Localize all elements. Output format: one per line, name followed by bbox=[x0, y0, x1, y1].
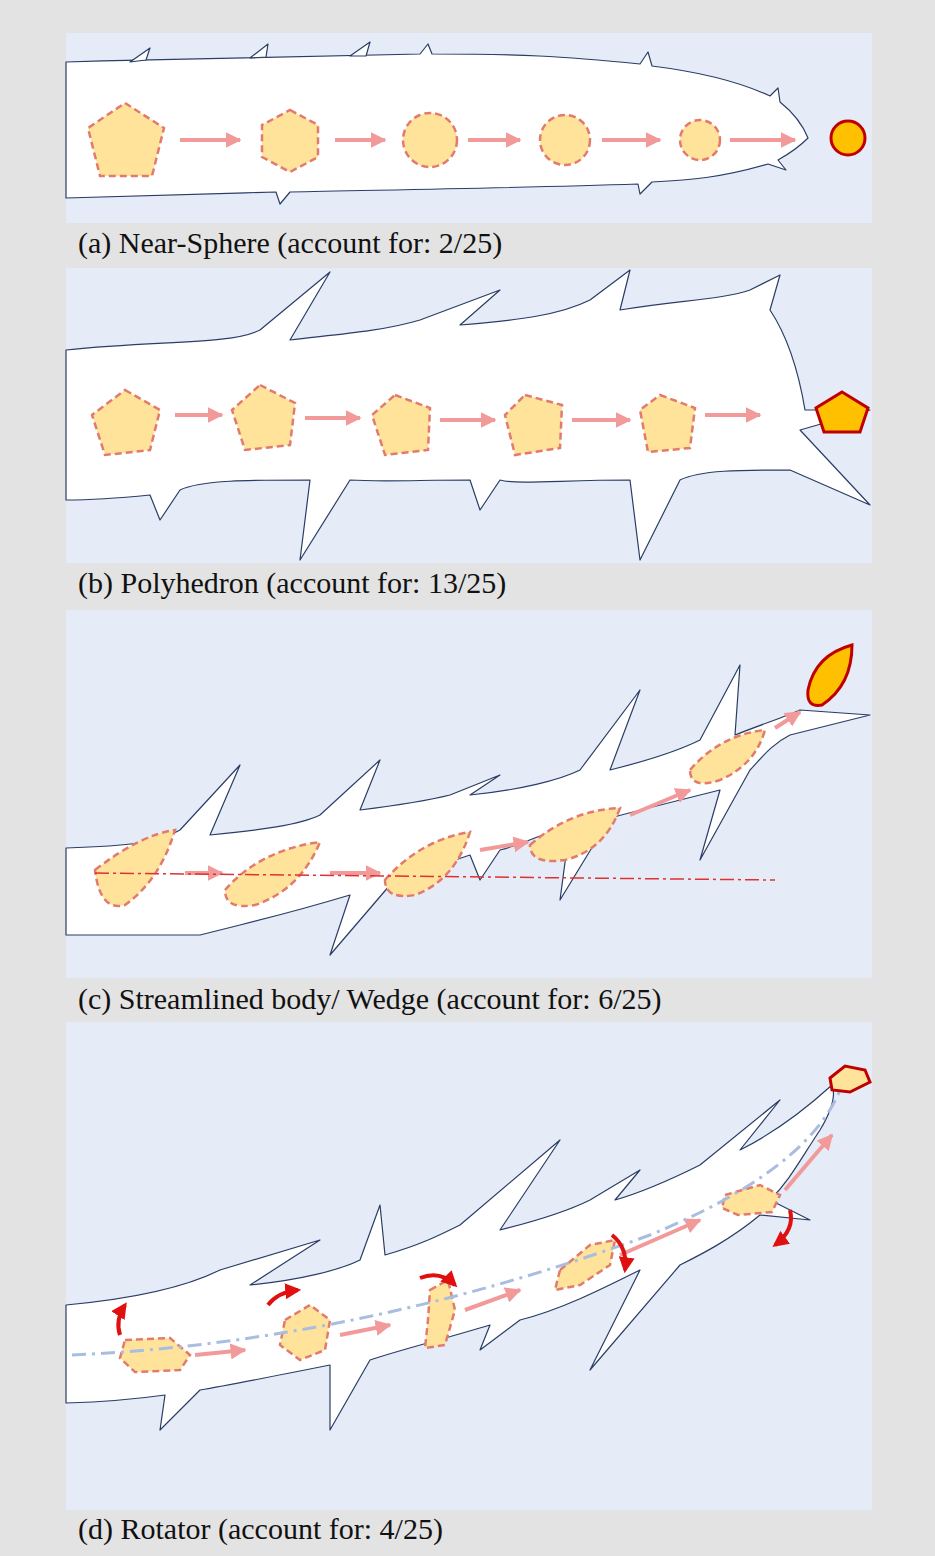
panel-caption: (c) Streamlined body/ Wedge (account for… bbox=[78, 982, 662, 1015]
branch bbox=[66, 1085, 834, 1430]
panel bbox=[66, 268, 872, 563]
branch bbox=[66, 270, 870, 560]
panel bbox=[66, 1022, 872, 1510]
panel-caption: (b) Polyhedron (account for: 13/25) bbox=[78, 566, 506, 599]
branch bbox=[66, 44, 808, 204]
panel bbox=[66, 610, 872, 978]
branch bbox=[66, 665, 870, 955]
panel-caption: (d) Rotator (account for: 4/25) bbox=[78, 1512, 443, 1545]
spine bbox=[130, 42, 370, 62]
panel bbox=[66, 33, 872, 223]
panel-caption: (a) Near-Sphere (account for: 2/25) bbox=[78, 226, 502, 259]
